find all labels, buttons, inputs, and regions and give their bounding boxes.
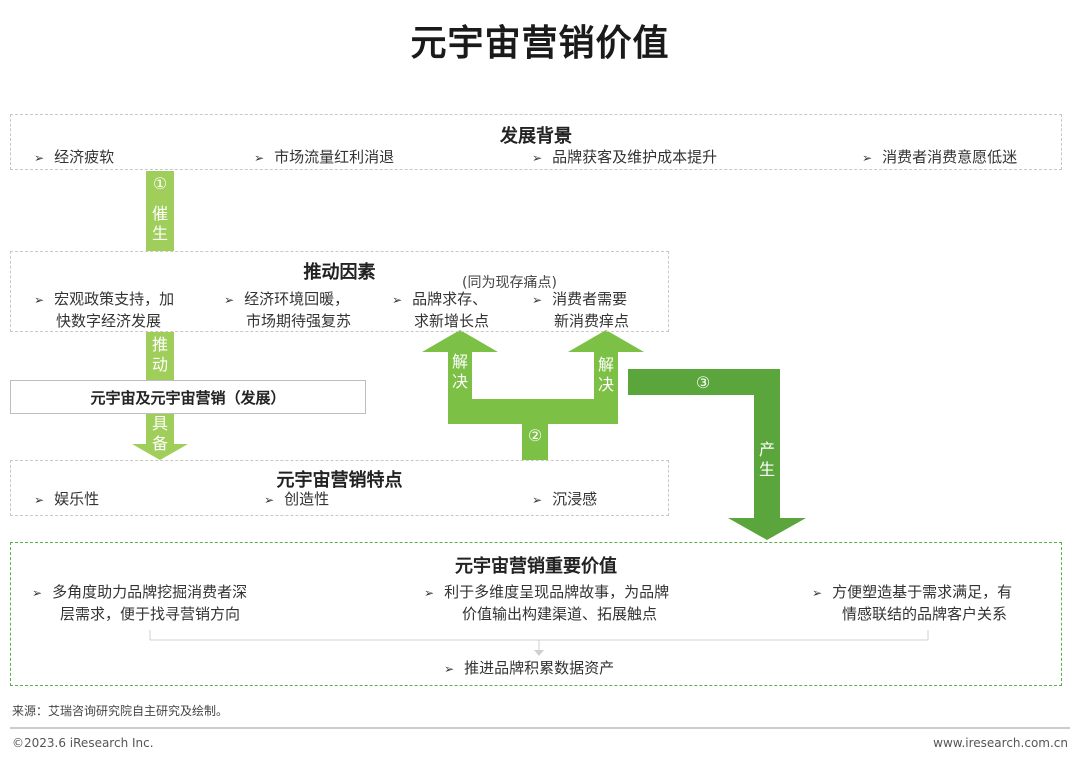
background-item: ➢消费者消费意愿低迷	[862, 148, 1018, 166]
driver-item: ➢消费者需要 新消费痒点	[532, 290, 630, 330]
value-box	[10, 542, 1062, 686]
step2-label: ②	[527, 426, 543, 445]
value-item: ➢利于多维度呈现品牌故事，为品牌 价值输出构建渠道、拓展触点	[424, 583, 670, 623]
bullet-arrow-icon: ➢	[392, 293, 403, 307]
step3-label: ③	[695, 373, 711, 392]
feature-item: ➢娱乐性	[34, 490, 100, 508]
value-heading: 元宇宙营销重要价值	[455, 556, 617, 577]
drivers-heading: 推动因素	[303, 262, 376, 283]
value-bottom-item: ➢推进品牌积累数据资产	[444, 659, 615, 677]
produce-arrow	[628, 369, 806, 540]
driver-item: ➢经济环境回暖， 市场期待强复苏	[224, 290, 352, 330]
bullet-arrow-icon: ➢	[34, 151, 45, 165]
development-label: 元宇宙及元宇宙营销（发展）	[90, 389, 286, 407]
bullet-arrow-icon: ➢	[32, 586, 43, 600]
catalyze-label: ① 催 生	[151, 174, 168, 243]
value-bracket-arrowhead	[534, 650, 544, 656]
background-item: ➢品牌获客及维护成本提升	[532, 148, 718, 166]
bullet-arrow-icon: ➢	[812, 586, 823, 600]
solve-right-label: 解 决	[597, 355, 614, 394]
bullet-arrow-icon: ➢	[34, 293, 45, 307]
feature-item: ➢沉浸感	[532, 490, 598, 508]
bullet-arrow-icon: ➢	[532, 151, 543, 165]
drivers-box	[10, 251, 669, 332]
catalyze-arrow	[146, 171, 174, 251]
background-box	[10, 114, 1062, 170]
background-item: ➢经济疲软	[34, 148, 115, 166]
push-label: 推 动	[151, 335, 168, 374]
have-label: 具 备	[151, 414, 168, 453]
features-box	[10, 460, 669, 516]
bullet-arrow-icon: ➢	[254, 151, 265, 165]
solve-connector-arrow	[422, 330, 644, 460]
drivers-note: (同为现存痛点)	[462, 275, 557, 291]
value-item: ➢多角度助力品牌挖掘消费者深 层需求，便于找寻营销方向	[32, 583, 248, 623]
background-item: ➢市场流量红利消退	[254, 148, 395, 166]
produce-label: 产 生	[758, 440, 775, 479]
value-item: ➢方便塑造基于需求满足，有 情感联结的品牌客户关系	[812, 583, 1013, 623]
feature-item: ➢创造性	[264, 490, 330, 508]
have-arrow	[132, 414, 188, 460]
bullet-arrow-icon: ➢	[444, 662, 455, 676]
background-heading: 发展背景	[500, 126, 572, 147]
page-title: 元宇宙营销价值	[410, 23, 670, 64]
bullet-arrow-icon: ➢	[34, 493, 45, 507]
bullet-arrow-icon: ➢	[532, 293, 543, 307]
bullet-arrow-icon: ➢	[424, 586, 435, 600]
bullet-arrow-icon: ➢	[264, 493, 275, 507]
bullet-arrow-icon: ➢	[532, 493, 543, 507]
features-heading: 元宇宙营销特点	[276, 470, 403, 491]
driver-item: ➢宏观政策支持，加 快数字经济发展	[34, 290, 175, 330]
source-note: 来源：艾瑞咨询研究院自主研究及绘制。	[12, 704, 229, 718]
website: www.iresearch.com.cn	[933, 736, 1068, 750]
bullet-arrow-icon: ➢	[224, 293, 235, 307]
development-box	[10, 380, 366, 414]
copyright: ©2023.6 iResearch Inc.	[12, 736, 154, 750]
solve-left-label: 解 决	[451, 352, 468, 391]
driver-item: ➢品牌求存、 求新增长点	[392, 290, 490, 330]
push-arrow	[146, 332, 174, 380]
bullet-arrow-icon: ➢	[862, 151, 873, 165]
